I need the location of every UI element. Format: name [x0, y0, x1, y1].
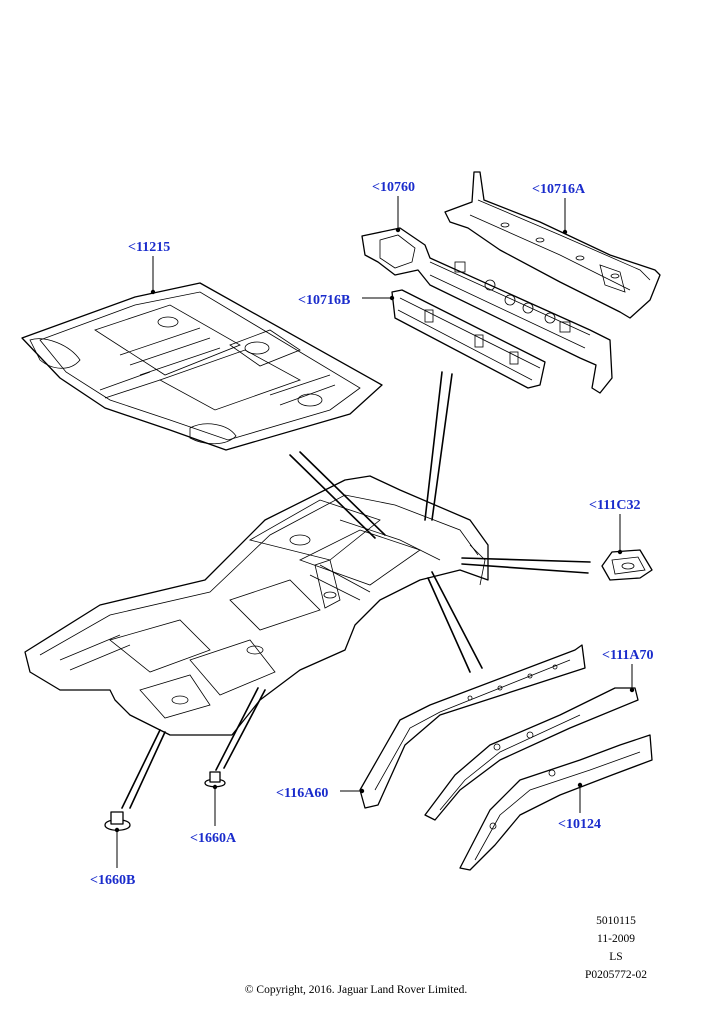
fastener-1660B[interactable]	[104, 811, 131, 831]
member-10124[interactable]	[459, 734, 653, 871]
panel-111C32[interactable]	[601, 549, 653, 581]
callout-1660A[interactable]: <1660A	[190, 831, 237, 846]
copyright: © Copyright, 2016. Jaguar Land Rover Lim…	[245, 984, 468, 996]
member-111A70[interactable]	[424, 687, 639, 821]
crossmember-10716B[interactable]	[391, 289, 546, 389]
callout-10716B[interactable]: <10716B	[298, 293, 350, 308]
floor-panel-11215[interactable]	[21, 282, 383, 451]
crossmember-10716A[interactable]	[444, 171, 661, 319]
callout-10716A[interactable]: <10716A	[532, 182, 586, 197]
callout-11215[interactable]: <11215	[128, 240, 170, 255]
fastener-1660A[interactable]	[204, 771, 226, 788]
callout-116A60[interactable]: <116A60	[276, 786, 328, 801]
callout-1660B[interactable]: <1660B	[90, 873, 135, 888]
diagram-model: LS	[609, 951, 622, 963]
callout-leaders	[114, 196, 635, 868]
floor-assembly	[24, 475, 489, 736]
callout-10760[interactable]: <10760	[372, 180, 415, 195]
callout-111A70[interactable]: <111A70	[602, 648, 654, 663]
crossmember-10760[interactable]	[361, 227, 613, 394]
callout-111C32[interactable]: <111C32	[589, 498, 641, 513]
diagram-date: 11-2009	[597, 933, 635, 945]
diagram-code: 5010115	[596, 915, 636, 927]
diagram-ref: P0205772-02	[585, 969, 647, 981]
callout-10124[interactable]: <10124	[558, 817, 601, 832]
assembly-lines	[121, 371, 591, 809]
sill-member-116A60[interactable]	[359, 644, 586, 809]
